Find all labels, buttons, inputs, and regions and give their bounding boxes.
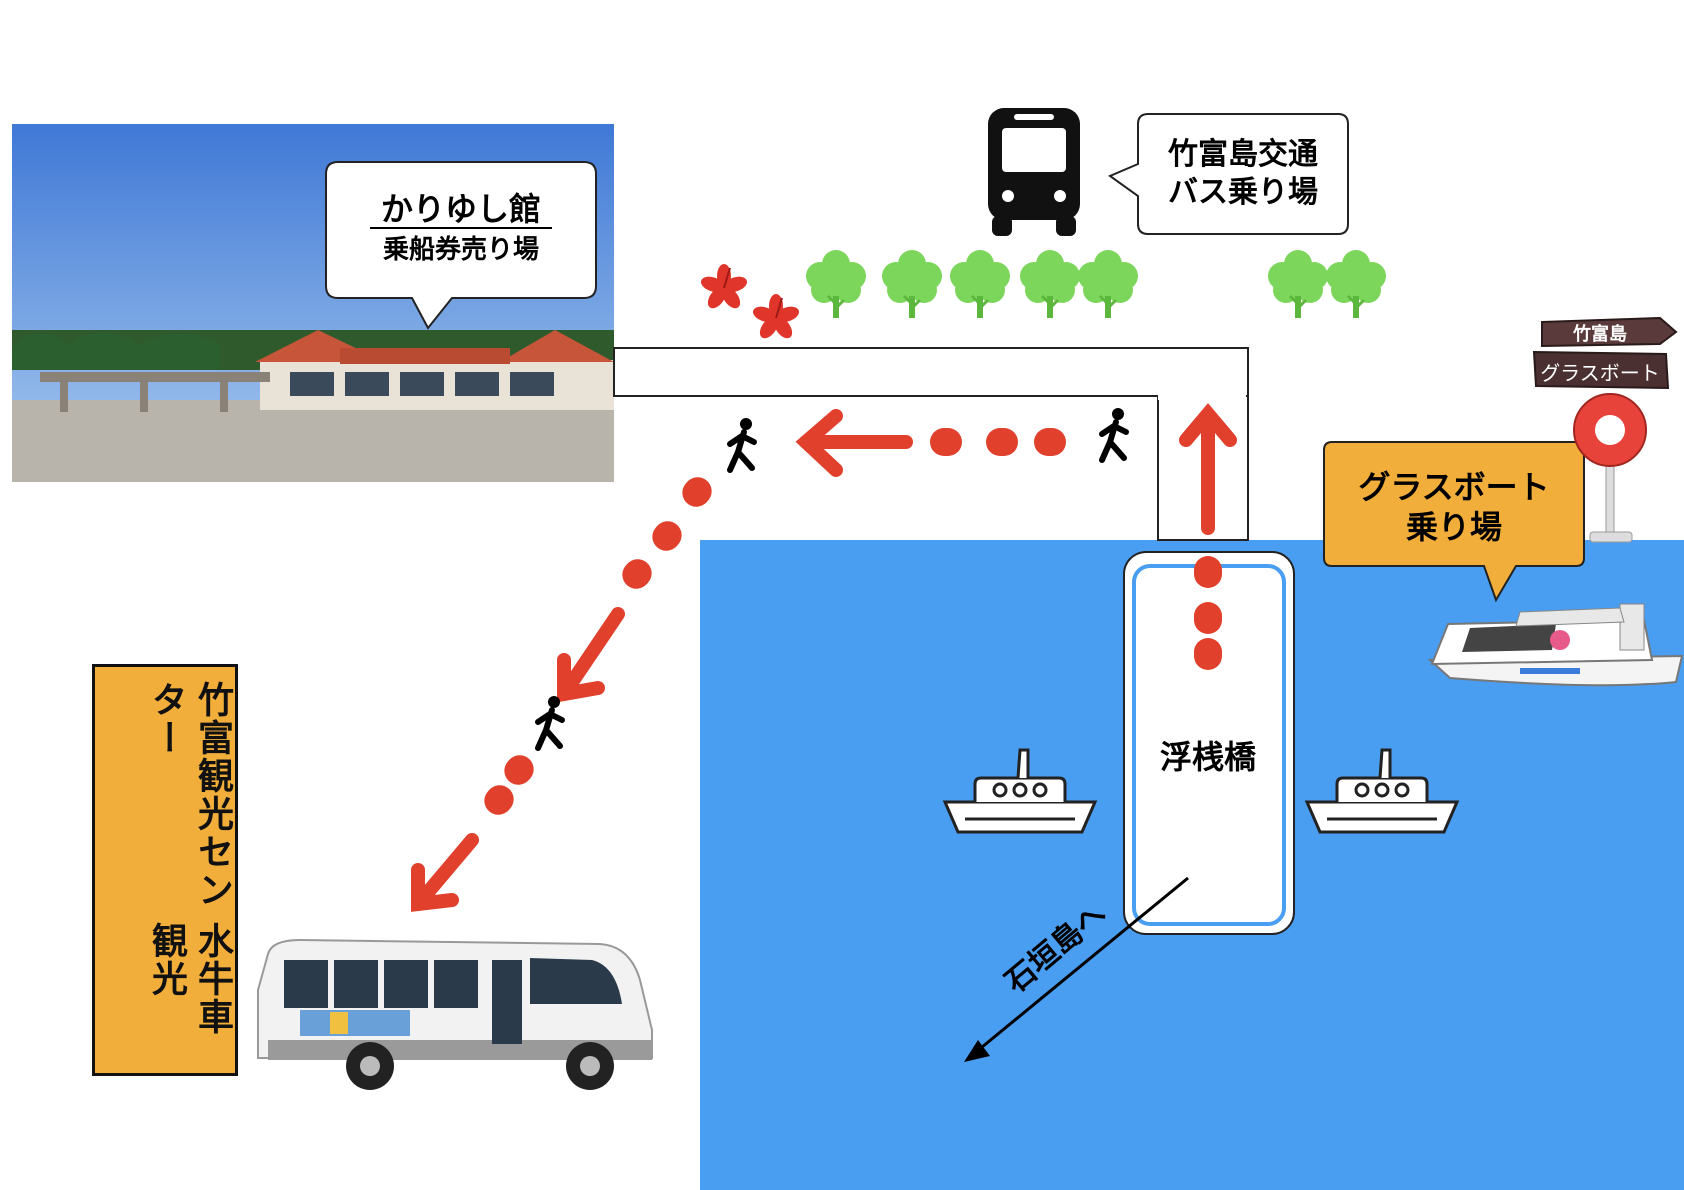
road (613, 347, 1249, 397)
floating-pier (1123, 551, 1295, 935)
bus-stop-label: バス乗り場 (1168, 175, 1318, 210)
terminal-label-bubble: かりゆし館 乗船券売り場 (325, 161, 597, 330)
glass-boat-boarding-label: 乗り場 (1406, 508, 1502, 546)
terminal-name: かりゆし館 (381, 190, 541, 228)
bus-stop-label-bubble: 竹富島交通 バス乗り場 (1107, 113, 1349, 235)
tourism-center-name: 竹富観光センター (146, 681, 233, 909)
tree-icon (804, 248, 1388, 320)
walking-route (411, 403, 1237, 912)
sign-top-text: 竹富島 (1572, 323, 1627, 345)
signpost-icon: 竹富島 グラスボート (1532, 316, 1678, 543)
glass-boat-icon (1427, 603, 1684, 687)
bus-icon (988, 108, 1080, 236)
glass-boat-label: グラスボート (1358, 468, 1549, 506)
pier-label: 浮桟橋 (1160, 738, 1257, 776)
hibiscus-icon (698, 263, 802, 343)
tourism-center-label: 竹富観光センター 水牛車観光 (92, 664, 238, 1076)
sign-bottom-text: グラスボート (1540, 361, 1660, 385)
water-buffalo-tour-label: 水牛車観光 (146, 922, 233, 1037)
ticket-office-label: 乗船券売り場 (383, 234, 539, 265)
bus-company-label: 竹富島交通 (1168, 137, 1318, 172)
minibus-icon (257, 938, 653, 1090)
